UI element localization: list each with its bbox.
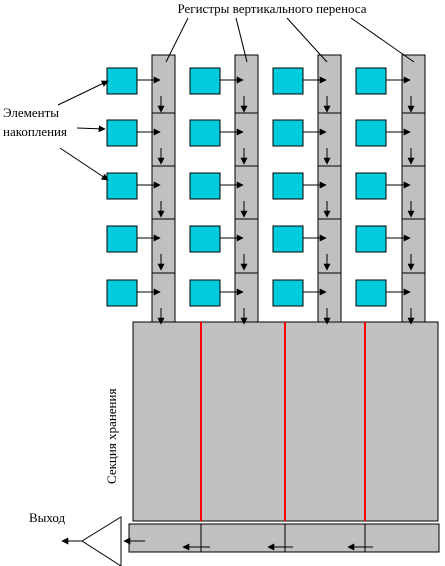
leader-line — [350, 17, 415, 63]
horizontal-output-register — [128, 523, 440, 553]
storage-element — [189, 119, 221, 147]
storage-element — [272, 279, 304, 307]
storage-elements-label-line1: Элементы — [3, 105, 59, 120]
storage-element — [189, 67, 221, 95]
storage-element — [355, 225, 387, 253]
storage-section-label: Секция хранения — [104, 389, 119, 484]
vertical-register — [401, 54, 426, 323]
storage-element — [189, 225, 221, 253]
output-amplifier — [81, 516, 122, 566]
storage-elements-label-line2: накопления — [3, 124, 67, 139]
leader-line — [76, 125, 106, 133]
storage-element — [355, 172, 387, 200]
storage-element — [355, 279, 387, 307]
storage-element — [189, 172, 221, 200]
storage-element — [106, 67, 138, 95]
storage-element — [355, 67, 387, 95]
vertical-register — [234, 54, 259, 323]
storage-element — [272, 172, 304, 200]
storage-element — [106, 279, 138, 307]
storage-element — [272, 119, 304, 147]
pixel-grid — [106, 54, 426, 325]
leader-line — [57, 80, 109, 106]
storage-element — [272, 225, 304, 253]
vertical-register — [151, 54, 176, 323]
storage-element — [106, 172, 138, 200]
leader-line — [165, 17, 189, 63]
storage-element — [355, 119, 387, 147]
leader-line — [286, 17, 328, 63]
storage-element — [106, 119, 138, 147]
leader-line — [235, 17, 248, 63]
vertical-register — [317, 54, 342, 323]
storage-element — [106, 225, 138, 253]
output-label: Выход — [29, 510, 66, 525]
storage-element — [272, 67, 304, 95]
storage-element — [189, 279, 221, 307]
leader-line — [59, 147, 109, 181]
vertical-registers-label: Регистры вертикального переноса — [177, 1, 366, 16]
